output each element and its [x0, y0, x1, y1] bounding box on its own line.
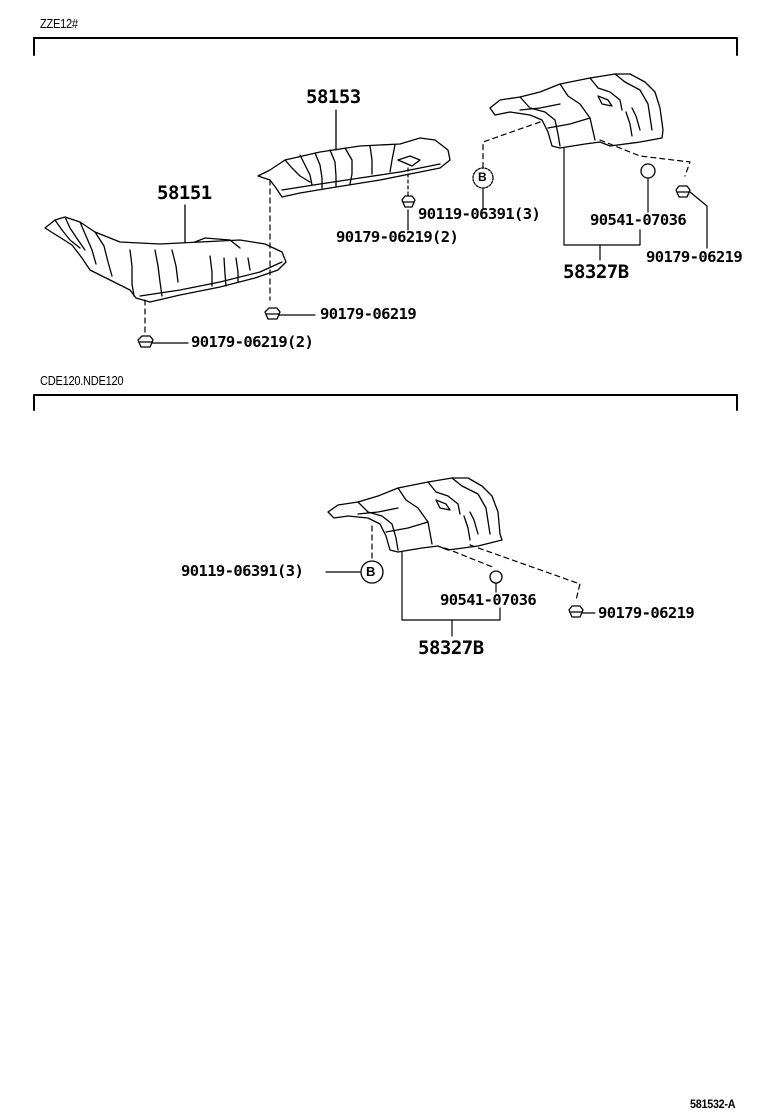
nut-icon: [675, 185, 691, 198]
callout-b-circle: [360, 560, 384, 584]
section2-leaders: [325, 525, 596, 637]
section1-leaders: [144, 121, 708, 344]
part-number-58327b: 58327B: [418, 637, 484, 659]
part-number-58153: 58153: [306, 86, 361, 108]
nut-icon: [264, 307, 281, 320]
fastener-label-90541-07036: 90541-07036: [590, 211, 687, 229]
fastener-label-90119-06391: 90119-06391(3): [181, 562, 304, 580]
heat-insulator-58327b-zze12: [489, 73, 664, 149]
section-bracket-cde120: [33, 394, 738, 411]
section-title-cde120-nde120: CDE120.NDE120: [40, 373, 124, 388]
heat-insulator-58327b-cde120: [327, 477, 503, 553]
fastener-label-90179-06219-rear: 90179-06219: [646, 248, 743, 266]
section-title-zze12: ZZE12#: [40, 16, 78, 31]
fastener-label-90541-07036: 90541-07036: [440, 591, 537, 609]
fastener-label-90119-06391: 90119-06391(3): [418, 205, 541, 223]
nut-icon: [137, 335, 154, 348]
section1-fasteners: [137, 163, 691, 348]
callout-letter-b: B: [366, 564, 376, 579]
figure-code: 581532-A: [690, 1097, 736, 1111]
heat-insulator-58153: [257, 109, 451, 198]
callout-b-circle: [472, 167, 494, 189]
fastener-label-90179-06219-x2-top: 90179-06219(2): [336, 228, 459, 246]
nut-icon: [401, 195, 416, 208]
nut-icon: [568, 605, 584, 618]
plug-icon: [489, 570, 503, 584]
part-number-58151: 58151: [157, 182, 212, 204]
heat-insulator-58151: [44, 204, 287, 303]
section2-fasteners: [360, 560, 584, 618]
section-bracket-zze12: [33, 37, 738, 56]
plug-icon: [640, 163, 656, 179]
fastener-label-90179-06219-mid: 90179-06219: [320, 305, 417, 323]
fastener-label-90179-06219: 90179-06219: [598, 604, 695, 622]
fastener-label-90179-06219-x2-bottom: 90179-06219(2): [191, 333, 314, 351]
part-number-58327b: 58327B: [563, 261, 629, 283]
callout-letter-b: B: [478, 170, 487, 184]
